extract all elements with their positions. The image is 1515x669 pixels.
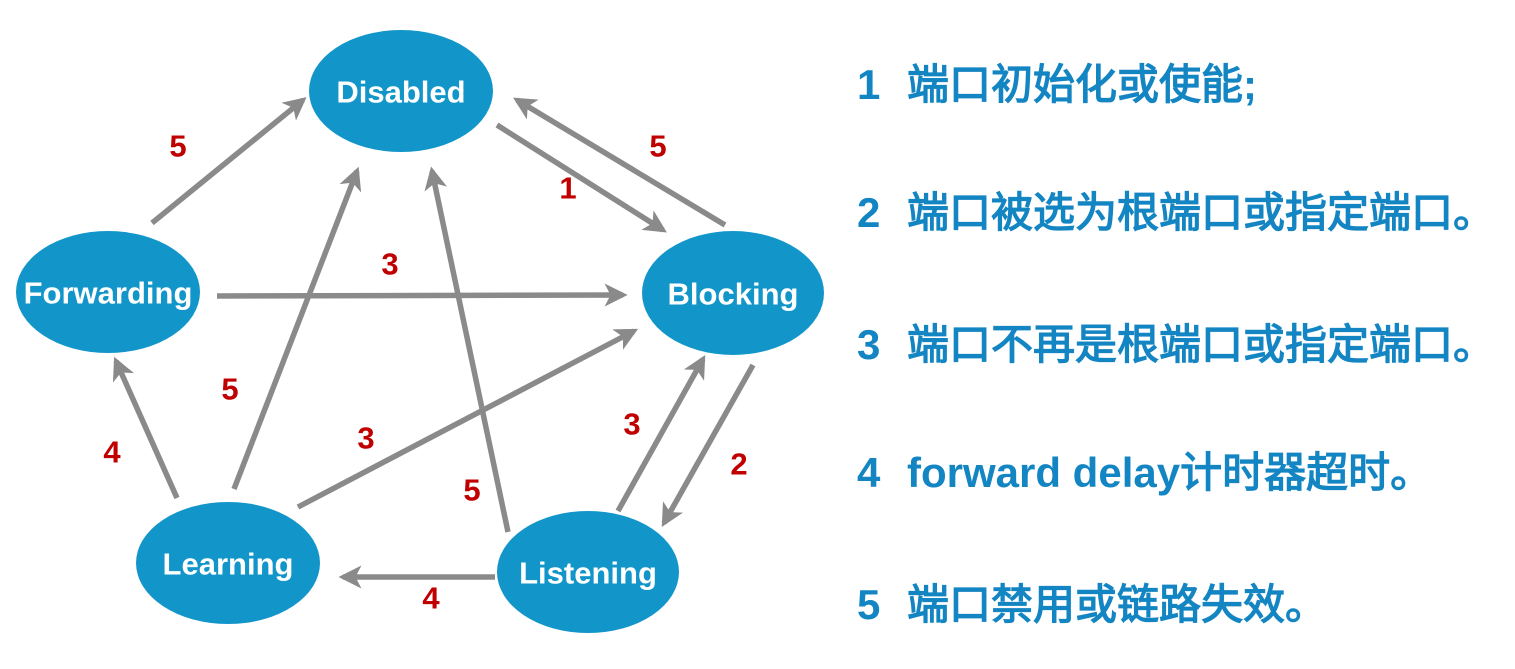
legend-item-1-text: 端口初始化或使能;	[907, 61, 1257, 108]
node-blocking-label: Blocking	[668, 277, 799, 312]
legend-item-2: 2 端口被选为根端口或指定端口。	[857, 187, 1495, 239]
node-forwarding-shape	[16, 231, 200, 353]
edge-label-learning-forwarding: 4	[103, 435, 121, 470]
edge-label-blocking-listening: 2	[730, 447, 747, 482]
node-learning-shape	[136, 502, 320, 624]
edge-label-learning-blocking: 3	[357, 421, 374, 456]
edge-blocking-to-disabled-arrow	[513, 97, 727, 228]
edge-label-listening-blocking: 3	[623, 407, 640, 442]
legend-item-3: 3 端口不再是根端口或指定端口。	[857, 319, 1495, 371]
legend-item-5-text: 端口禁用或链路失效。	[907, 581, 1328, 628]
node-disabled-shape	[309, 30, 493, 152]
legend-item-4-text: forward delay计时器超时。	[907, 449, 1433, 496]
legend-item-4: 4 forward delay计时器超时。	[857, 447, 1432, 499]
node-learning-label: Learning	[163, 547, 294, 582]
edge-label-listening-disabled: 5	[463, 473, 480, 508]
node-listening: Listening	[497, 511, 679, 633]
edge-label-forwarding-disabled: 5	[169, 129, 186, 164]
edges	[112, 97, 756, 589]
node-disabled-label: Disabled	[336, 75, 465, 110]
legend-item-4-number: 4	[857, 449, 881, 496]
node-forwarding-label: Forwarding	[24, 276, 193, 311]
edge-disabled-to-blocking-arrow	[495, 122, 667, 233]
edge-label-listening-learning: 4	[422, 581, 440, 616]
legend-item-3-text: 端口不再是根端口或指定端口。	[907, 321, 1496, 368]
edge-blocking-to-listening-arrow	[661, 363, 756, 528]
edge-forwarding-to-disabled-arrow	[150, 97, 307, 226]
legend-item-2-number: 2	[857, 189, 881, 236]
legend-item-5: 5 端口禁用或链路失效。	[857, 579, 1327, 631]
legend-item-1-number: 1	[857, 61, 881, 108]
legend-item-3-number: 3	[857, 321, 881, 368]
node-listening-label: Listening	[519, 556, 657, 591]
edge-label-blocking-disabled: 5	[649, 129, 666, 164]
edge-learning-to-blocking-arrow	[296, 328, 639, 510]
edge-listening-to-blocking-arrow	[615, 354, 706, 513]
edge-label-disabled-blocking: 1	[559, 171, 576, 206]
edge-labels: 5 1 5 3 4 5 5 3 3 2 4	[103, 129, 747, 616]
node-disabled: Disabled	[309, 30, 493, 152]
edge-learning-to-forwarding-arrow	[112, 356, 180, 500]
node-blocking-shape	[642, 231, 824, 355]
edge-label-learning-disabled: 5	[221, 372, 238, 407]
state-transition-diagram: 5 1 5 3 4 5 5 3 3 2 4 Disabled Forwardin…	[16, 30, 824, 633]
edge-learning-to-disabled-arrow	[231, 166, 362, 490]
legend-item-5-number: 5	[857, 581, 881, 628]
node-forwarding: Forwarding	[16, 231, 200, 353]
node-blocking: Blocking	[642, 231, 824, 355]
node-listening-shape	[497, 511, 679, 633]
edge-forwarding-to-blocking-arrow	[216, 283, 628, 307]
legend: 1 端口初始化或使能; 2 端口被选为根端口或指定端口。 3 端口不再是根端口或…	[857, 0, 1512, 669]
edge-listening-to-disabled-arrow	[424, 166, 511, 533]
edge-label-forwarding-blocking: 3	[381, 247, 398, 282]
legend-item-1: 1 端口初始化或使能;	[857, 59, 1257, 111]
nodes: Disabled Forwarding Blocking Learning Li…	[16, 30, 824, 633]
legend-item-2-text: 端口被选为根端口或指定端口。	[907, 189, 1496, 236]
node-learning: Learning	[136, 502, 320, 624]
